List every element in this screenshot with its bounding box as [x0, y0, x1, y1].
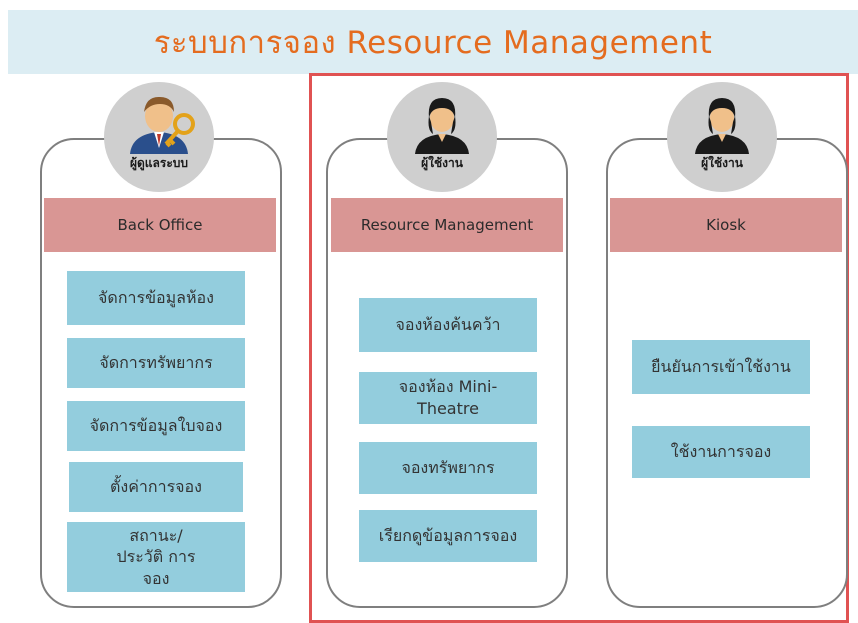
confirm-check-in-button[interactable]: ยืนยันการเข้าใช้งาน: [632, 340, 810, 394]
page-title: ระบบการจอง Resource Management: [153, 25, 713, 61]
booking-status-history-button[interactable]: สถานะ/ประวัติ การจอง: [67, 522, 245, 592]
admin-with-key-icon: [130, 96, 195, 154]
title-banner: ระบบการจอง Resource Management: [8, 10, 858, 74]
kiosk-header: Kiosk: [610, 198, 842, 252]
book-research-room-button[interactable]: จองห้องค้นคว้า: [359, 298, 537, 352]
user-avatar-kiosk: ผู้ใช้งาน: [667, 82, 777, 192]
user-role-label: ผู้ใช้งาน: [421, 156, 463, 170]
use-booking-button[interactable]: ใช้งานการจอง: [632, 426, 810, 478]
user-avatar-resource: ผู้ใช้งาน: [387, 82, 497, 192]
view-booking-data-button[interactable]: เรียกดูข้อมูลการจอง: [359, 510, 537, 562]
booking-settings-button[interactable]: ตั้งค่าการจอง: [69, 462, 243, 512]
manage-resources-button[interactable]: จัดการทรัพยากร: [67, 338, 245, 388]
user-role-label: ผู้ใช้งาน: [701, 156, 743, 170]
manage-room-data-button[interactable]: จัดการข้อมูลห้อง: [67, 271, 245, 325]
book-resources-button[interactable]: จองทรัพยากร: [359, 442, 537, 494]
admin-role-label: ผู้ดูแลระบบ: [129, 156, 189, 170]
user-icon: [695, 98, 749, 154]
back-office-header: Back Office: [44, 198, 276, 252]
user-icon: [415, 98, 469, 154]
admin-avatar: ผู้ดูแลระบบ: [104, 82, 214, 192]
book-mini-theatre-button[interactable]: จองห้อง Mini-Theatre: [359, 372, 537, 424]
manage-booking-slips-button[interactable]: จัดการข้อมูลใบจอง: [67, 401, 245, 451]
resource-management-header: Resource Management: [331, 198, 563, 252]
